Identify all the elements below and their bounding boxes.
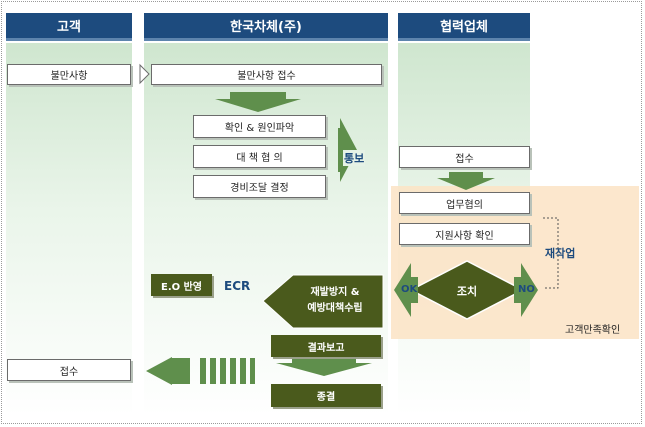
prevention-shape [262, 274, 384, 329]
complaint-box: 불만사항 [7, 64, 131, 85]
eo-box: E.O 반영 [151, 274, 212, 296]
down-arrow-company-top [215, 92, 301, 112]
company-header: 한국차체(주) [144, 13, 388, 41]
ecr-label: ECR [224, 279, 251, 293]
customer-column: 고객 [6, 13, 132, 416]
satisfaction-label: 고객만족확인 [565, 325, 621, 336]
receive-complaint-box: 불만사항 접수 [151, 64, 382, 85]
prevention-line-1: 재발방지 & [310, 287, 360, 298]
consult-box: 업무협의 [399, 192, 530, 214]
down-arrow-end [276, 358, 372, 376]
customer-header: 고객 [6, 13, 132, 41]
countermeasure-box: 대 책 협 의 [193, 145, 326, 168]
result-report-box: 결과보고 [271, 335, 381, 357]
end-box: 종결 [271, 384, 381, 407]
check-cause-box: 확인 & 원인파악 [193, 115, 326, 138]
no-arrow [514, 263, 538, 317]
rework-loop [543, 217, 559, 289]
prevention-text: 재발방지 & 예방대책수립 [290, 285, 380, 317]
rework-label: 재작업 [545, 247, 576, 260]
down-arrow-partner [437, 172, 495, 190]
ok-arrow [394, 263, 418, 317]
partner-header: 협력업체 [398, 13, 530, 41]
action-diamond [409, 260, 525, 320]
notify-label: 통보 [343, 150, 366, 166]
prevention-line-2: 예방대책수립 [307, 303, 363, 314]
partner-receive-box: 접수 [399, 146, 530, 168]
return-arrow-head [146, 357, 172, 385]
connector-arrow [139, 63, 150, 85]
support-check-box: 지원사항 확인 [399, 223, 530, 245]
no-label: NO [518, 284, 535, 295]
cost-decision-box: 경비조달 결정 [193, 175, 326, 198]
ok-label: OK [401, 284, 418, 295]
customer-receive-box: 접수 [7, 359, 131, 381]
action-label: 조치 [456, 285, 478, 298]
